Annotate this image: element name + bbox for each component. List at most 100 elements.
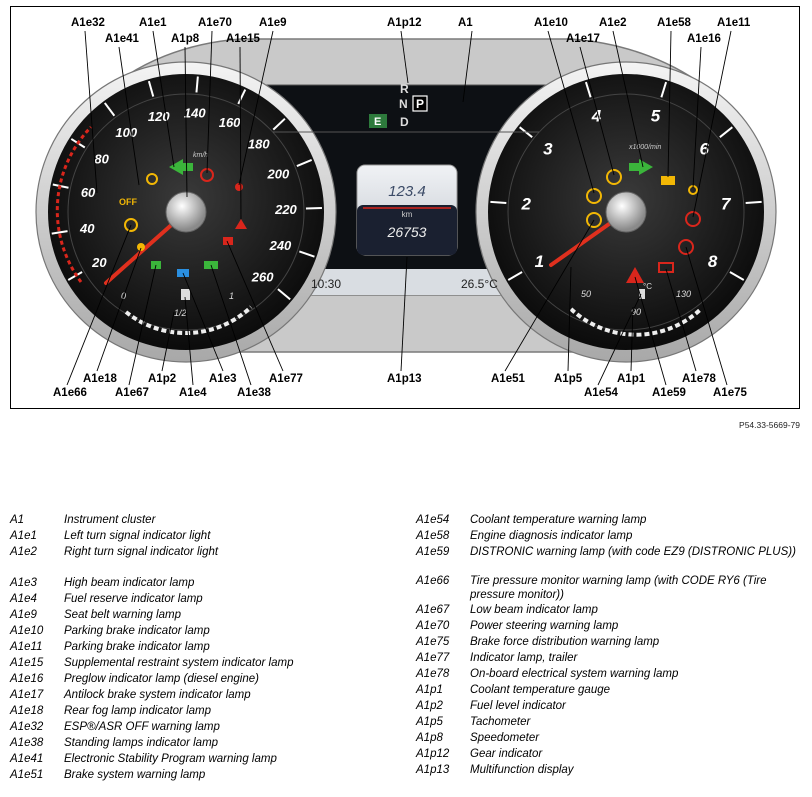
leader-line [84, 30, 98, 194]
legend-code: A1e70 [416, 620, 450, 632]
engine-diagnosis-icon [661, 176, 675, 185]
legend-description: Brake system warning lamp [64, 769, 206, 781]
esp-off-icon: OFF [119, 197, 137, 207]
callout-label: A1e67 [115, 387, 149, 399]
leader-line [400, 256, 408, 372]
legend-description: Electronic Stability Program warning lam… [64, 753, 277, 765]
legend-description: Standing lamps indicator lamp [64, 737, 219, 749]
speedometer-tick-label: 160 [219, 115, 241, 130]
parking-brake-icon-1 [586, 188, 602, 204]
gear-p-box [412, 95, 428, 112]
legend-code: A1e1 [10, 530, 37, 542]
legend-description: Multifunction display [470, 764, 574, 776]
speedometer-tick [296, 159, 313, 168]
odometer-value: 26753 [387, 224, 427, 240]
speedometer-tick-label: 60 [81, 185, 96, 200]
legend-code: A1e4 [10, 593, 37, 605]
callout-label: A1e18 [83, 373, 117, 385]
legend-code: A1e66 [416, 575, 450, 587]
trailer-icon [223, 237, 233, 245]
callout-label: A1 [458, 17, 473, 29]
tachometer-tick [490, 200, 507, 205]
legend-description: Right turn signal indicator light [64, 546, 219, 558]
figure-code: P54.33-5669-79 [739, 420, 800, 430]
legend-code: A1e38 [10, 737, 44, 749]
callout-label: A1e4 [179, 387, 207, 399]
leader-line [667, 30, 672, 178]
tachometer-tick-label: 8 [708, 252, 718, 271]
speedometer-tick [51, 230, 68, 235]
legend-code: A1p1 [416, 684, 443, 696]
tachometer-tick [584, 81, 592, 98]
legend-code: A1p2 [416, 700, 443, 712]
gear-d: D [400, 115, 409, 129]
legend-description: Antilock brake system indicator lamp [64, 689, 251, 701]
tachometer-tick [719, 126, 733, 138]
leader-line [118, 46, 140, 186]
speedometer-tick-label: 40 [79, 221, 95, 236]
leader-line [184, 46, 188, 198]
leader-line [206, 30, 213, 174]
tachometer-tick-label: 2 [521, 195, 532, 214]
callout-label: A1e41 [105, 33, 139, 45]
speedometer-tick-label: 180 [248, 136, 270, 151]
legend-code: A1e32 [10, 721, 44, 733]
callout-label: A1e16 [687, 33, 721, 45]
program-e: E [374, 116, 381, 128]
coolant-gauge-arc [569, 307, 703, 337]
legend-code: A1e58 [416, 530, 450, 542]
legend-code: A1p13 [416, 764, 450, 776]
leader-line [597, 293, 642, 386]
callout-label: A1e51 [491, 373, 525, 385]
coolant-icon [639, 289, 645, 299]
tachometer-tick [745, 200, 762, 205]
abs-icon [606, 169, 622, 185]
tachometer-tick-label: 1 [535, 252, 544, 271]
callout-label: A1e1 [139, 17, 167, 29]
legend-description: Fuel level indicator [470, 700, 566, 712]
legend-description: Gear indicator [470, 748, 543, 760]
legend-code: A1e10 [10, 625, 44, 637]
coolant-label-50: 50 [581, 289, 591, 299]
rear-fog-icon [137, 243, 145, 251]
tachometer-tick-label: 3 [543, 140, 553, 159]
leader-line [567, 266, 572, 372]
program-e-box [369, 114, 387, 128]
left-turn-signal-icon [169, 159, 183, 175]
parking-brake-icon-2 [685, 211, 701, 227]
legend-description: Speedometer [470, 732, 540, 744]
legend-description: On-board electrical system warning lamp [470, 668, 679, 680]
speedometer-tick-label: 200 [267, 167, 290, 182]
speedometer-tick-label: 100 [115, 125, 137, 140]
speedometer-tick [237, 89, 247, 105]
legend-code: A1e16 [10, 673, 44, 685]
speedometer-tick-label: 20 [91, 255, 107, 270]
legend-description: DISTRONIC warning lamp (with code EZ9 (D… [470, 546, 796, 558]
leader-line [579, 46, 615, 176]
legend-code: A1e9 [10, 609, 37, 621]
legend-description: Seat belt warning lamp [64, 609, 181, 621]
coolant-label-90: 90 [631, 307, 641, 317]
legend-code: A1p12 [416, 748, 450, 760]
legend-code: A1e41 [10, 753, 44, 765]
legend-description: Coolant temperature gauge [470, 684, 611, 696]
legend-code: A1e51 [10, 769, 44, 781]
callout-label: A1e77 [269, 373, 303, 385]
speedometer-hub [165, 191, 207, 233]
legend-description: Engine diagnosis indicator lamp [470, 530, 633, 542]
gear-r: R [400, 82, 409, 96]
speedometer-tick [147, 80, 155, 97]
legend-code: A1e75 [416, 636, 450, 648]
callout-label: A1e59 [652, 387, 686, 399]
tachometer-hub [605, 191, 647, 233]
coolant-unit-label: °C [643, 282, 652, 291]
speedometer-tick-label: 240 [269, 238, 292, 253]
legend-code: A1p8 [416, 732, 443, 744]
leader-line [630, 306, 634, 372]
gear-n: N [399, 97, 408, 111]
fuel-label-half: 1/2 [174, 308, 187, 318]
speedometer-tick [277, 288, 291, 301]
tachometer-tick-label: 5 [651, 106, 661, 125]
